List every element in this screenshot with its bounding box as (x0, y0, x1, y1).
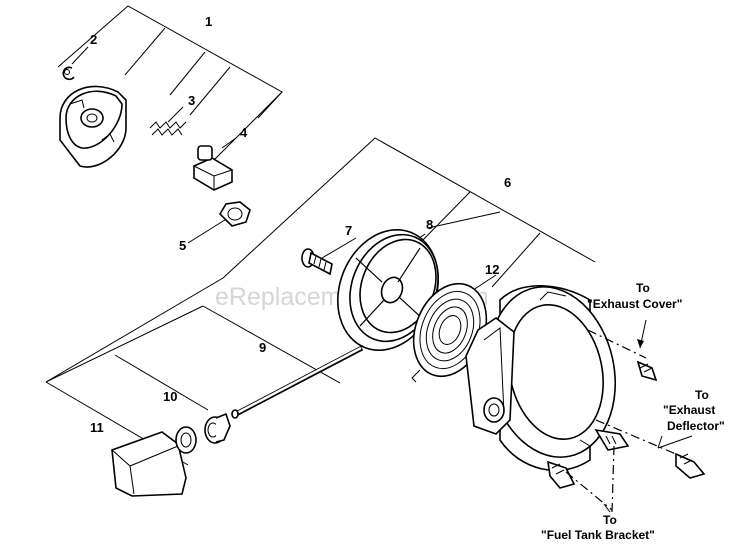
rope-pulley-part (336, 228, 440, 352)
callout-8: 8 (426, 217, 433, 232)
callout-6: 6 (504, 175, 511, 190)
e-clip-part (62, 66, 75, 81)
nut-part (218, 201, 251, 227)
svg-text:To: To (695, 388, 709, 402)
note-exhaust-cover: To "Exhaust Cover" (587, 281, 682, 311)
callout-2: 2 (90, 32, 97, 47)
screw-exhaust-deflector (675, 452, 706, 479)
note-fuel-tank-bracket: To "Fuel Tank Bracket" (541, 513, 655, 542)
grommet-part (204, 412, 231, 444)
reference-arrows (603, 319, 693, 513)
note-exhaust-deflector: To "Exhaust Deflector" (663, 388, 725, 433)
screw-housing-center (594, 428, 630, 451)
pawl-spring-part (149, 121, 187, 136)
callout-9: 9 (259, 340, 266, 355)
screw-exhaust-cover (636, 360, 658, 382)
callout-3: 3 (188, 93, 195, 108)
starter-handle-part (111, 426, 197, 497)
svg-text:To: To (636, 281, 650, 295)
svg-text:To: To (603, 513, 617, 527)
pawl-part (193, 145, 233, 191)
screw-fuel-tank-bracket (547, 460, 576, 489)
svg-text:Deflector": Deflector" (667, 419, 725, 433)
callout-4: 4 (240, 125, 248, 140)
callout-numbers: 1 2 3 4 5 6 7 8 9 10 11 12 (90, 14, 511, 435)
callout-10: 10 (163, 389, 177, 404)
starter-housing-part (465, 285, 617, 472)
reference-lines (565, 329, 691, 513)
callout-1: 1 (205, 14, 212, 29)
svg-text:"Fuel Tank Bracket": "Fuel Tank Bracket" (541, 528, 655, 542)
callout-12: 12 (485, 262, 499, 277)
pawl-plate-part (59, 85, 127, 168)
bolt-part (301, 248, 333, 276)
starter-rope-part (231, 345, 364, 419)
callout-11: 11 (90, 420, 104, 435)
svg-text:"Exhaust: "Exhaust (663, 403, 715, 417)
svg-text:"Exhaust Cover": "Exhaust Cover" (587, 297, 682, 311)
callout-5: 5 (179, 238, 186, 253)
callout-7: 7 (345, 223, 352, 238)
